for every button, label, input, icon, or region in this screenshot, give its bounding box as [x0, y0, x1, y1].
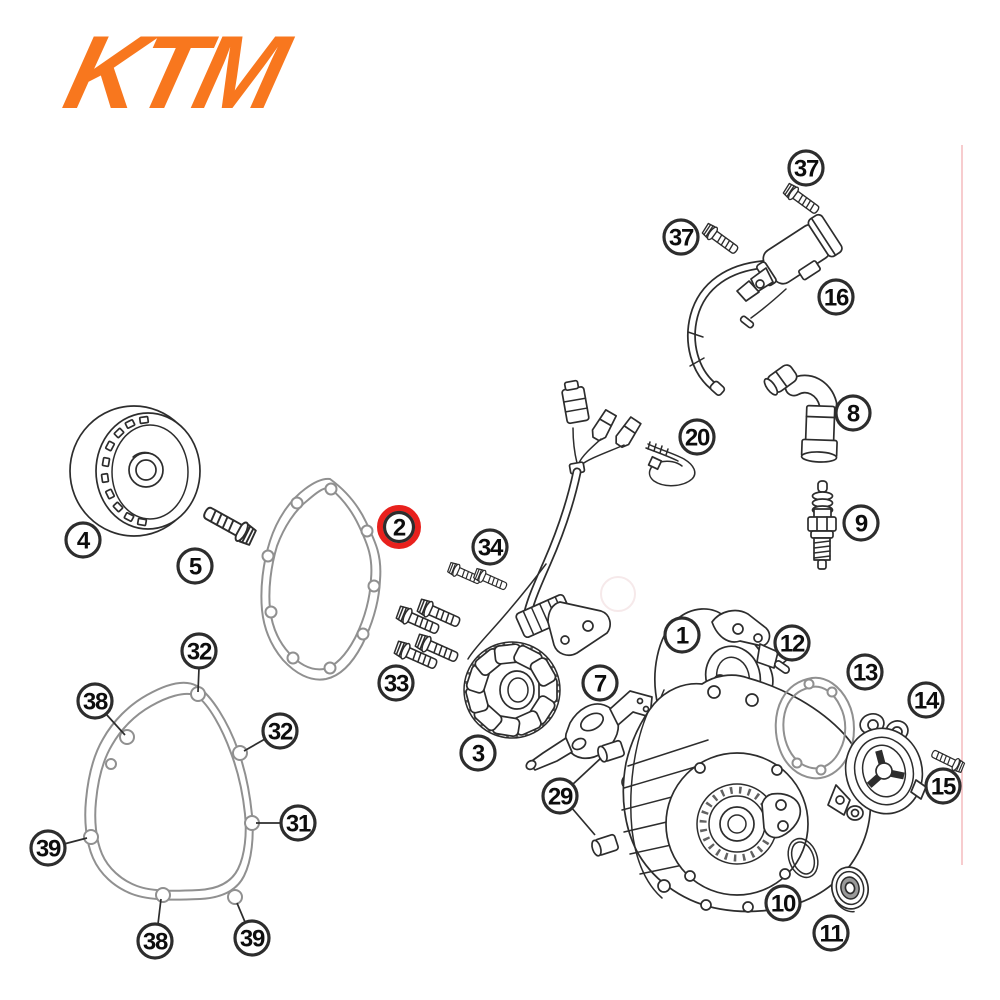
spark-plug-cap-part [763, 364, 838, 463]
leader-line [197, 667, 200, 693]
callout-4[interactable]: 4 [64, 521, 102, 559]
callout-31[interactable]: 31 [279, 804, 317, 842]
leader-line [63, 837, 88, 845]
callout-number: 3 [472, 741, 485, 768]
cable-tie-part [645, 441, 696, 487]
callout-number: 2 [393, 515, 406, 542]
leader-line [236, 902, 246, 923]
callout-1[interactable]: 1 [663, 616, 701, 654]
callout-3[interactable]: 3 [459, 734, 497, 772]
callout-number: 13 [853, 660, 878, 687]
callout-16[interactable]: 16 [817, 278, 855, 316]
callout-number: 8 [847, 401, 860, 428]
callout-number: 32 [268, 719, 293, 746]
stator-bolts-part [391, 596, 464, 674]
callout-32[interactable]: 32 [180, 632, 218, 670]
spark-plug-part [807, 480, 837, 570]
callout-39[interactable]: 39 [233, 919, 271, 957]
leader-line [571, 757, 602, 786]
ignition-coil-part [687, 213, 843, 397]
shaft-seal-part [831, 866, 869, 913]
callout-34[interactable]: 34 [471, 528, 509, 566]
callout-37[interactable]: 37 [662, 218, 700, 256]
clutch-cover-gasket-part [83, 681, 260, 905]
flywheel-bolt-part [199, 501, 259, 548]
leader-line [105, 713, 126, 736]
callout-number: 29 [548, 784, 573, 811]
callout-number: 15 [931, 774, 956, 801]
callout-number: 20 [685, 425, 710, 452]
watermark-circle [600, 576, 636, 612]
callout-number: 4 [77, 528, 91, 555]
callout-38[interactable]: 38 [76, 682, 114, 720]
callout-12[interactable]: 12 [773, 624, 811, 662]
callout-10[interactable]: 10 [764, 884, 802, 922]
callout-number: 37 [669, 225, 694, 252]
callout-number: 14 [914, 688, 940, 715]
callout-5[interactable]: 5 [176, 547, 214, 585]
callout-number: 33 [384, 671, 409, 698]
callout-38[interactable]: 38 [136, 922, 174, 960]
callout-15[interactable]: 15 [924, 767, 962, 805]
pin-part [773, 660, 791, 674]
callout-32[interactable]: 32 [261, 712, 299, 750]
callout-number: 7 [594, 671, 607, 698]
callout-number: 1 [676, 623, 689, 650]
callout-number: 38 [83, 689, 108, 716]
callout-7[interactable]: 7 [581, 664, 619, 702]
leader-line [243, 738, 266, 752]
callout-number: 38 [143, 929, 168, 956]
flywheel-part [69, 405, 201, 537]
o-ring-part [787, 837, 819, 879]
callout-29[interactable]: 29 [541, 777, 579, 815]
ignition-cover-part [621, 608, 872, 913]
callout-number: 9 [855, 511, 868, 538]
callout-number: 37 [794, 156, 819, 183]
callout-number: 16 [824, 285, 849, 312]
wiring-harness-part [467, 379, 642, 660]
callout-number: 39 [240, 926, 265, 953]
leader-line [570, 806, 596, 836]
water-pump-cover-part [827, 713, 927, 821]
callout-number: 39 [36, 836, 61, 863]
callout-number: 12 [780, 631, 805, 658]
callout-2[interactable]: 2 [377, 505, 421, 549]
callout-number: 32 [187, 639, 212, 666]
callout-14[interactable]: 14 [907, 681, 945, 719]
leader-lines [63, 658, 789, 925]
callout-33[interactable]: 33 [377, 664, 415, 702]
callout-number: 34 [478, 535, 504, 562]
gasket-bolts-part [445, 560, 510, 594]
leader-line [157, 898, 162, 925]
callout-20[interactable]: 20 [678, 418, 716, 456]
stator-part [463, 593, 611, 739]
callout-39[interactable]: 39 [29, 829, 67, 867]
callout-9[interactable]: 9 [842, 504, 880, 542]
ignition-cover-gasket-part [260, 477, 382, 681]
callout-layer: 37 37 16 8 20 9 2 34 4 5 1 12 32 13 33 7 14 38 32 3 15 29 31 39… [29, 149, 962, 960]
callout-37[interactable]: 37 [787, 149, 825, 187]
callout-number: 31 [286, 811, 311, 838]
callout-number: 5 [189, 554, 202, 581]
callout-13[interactable]: 13 [846, 653, 884, 691]
water-pump-gasket-part [774, 676, 855, 780]
dowel-pins-part [591, 739, 626, 857]
callout-11[interactable]: 11 [812, 914, 850, 952]
callout-number: 11 [820, 921, 844, 948]
callout-number: 10 [771, 891, 796, 918]
callout-8[interactable]: 8 [834, 394, 872, 432]
